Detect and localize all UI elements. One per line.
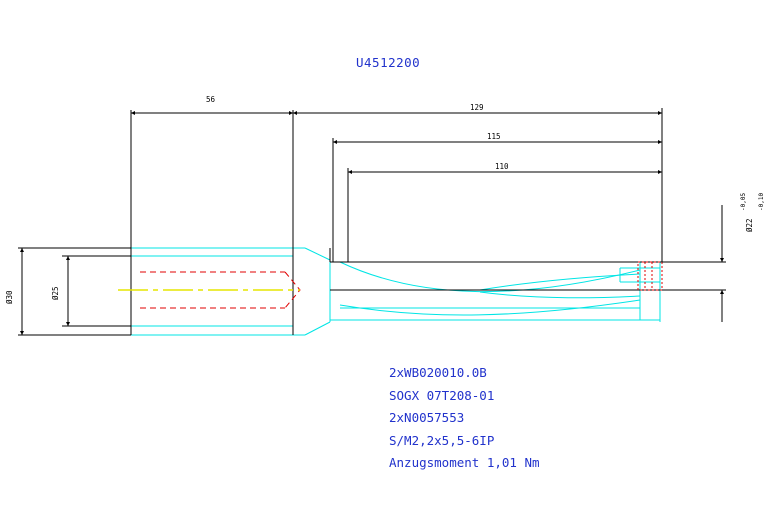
parts-notes: 2xWB020010.0B SOGX 07T208-01 2xN0057553 … [389,362,540,475]
note-line: Anzugsmoment 1,01 Nm [389,455,540,470]
hidden-lines [140,261,663,309]
dim-dia30: Ø30 [5,290,14,304]
dim-tol-lower: -0,10 [758,193,765,211]
outline-lines [130,248,662,335]
dimension-lines [20,111,724,335]
dim-tol-upper: -0,05 [740,193,747,211]
note-line: SOGX 07T208-01 [389,387,495,403]
dim-115: 115 [487,132,501,141]
note-line: 2xN0057553 [389,410,465,425]
note-line: S/M2,2x5,5-6IP [389,432,495,448]
dim-56: 56 [206,95,216,104]
dim-110: 110 [495,162,509,171]
dim-dia25: Ø25 [51,286,60,300]
part-number: U4512200 [356,55,421,70]
tool-body [130,247,661,336]
dim-dia22: Ø22 [745,218,754,232]
note-line: 2xWB020010.0B [389,365,487,380]
extension-lines [18,108,726,336]
dim-129: 129 [470,103,484,112]
